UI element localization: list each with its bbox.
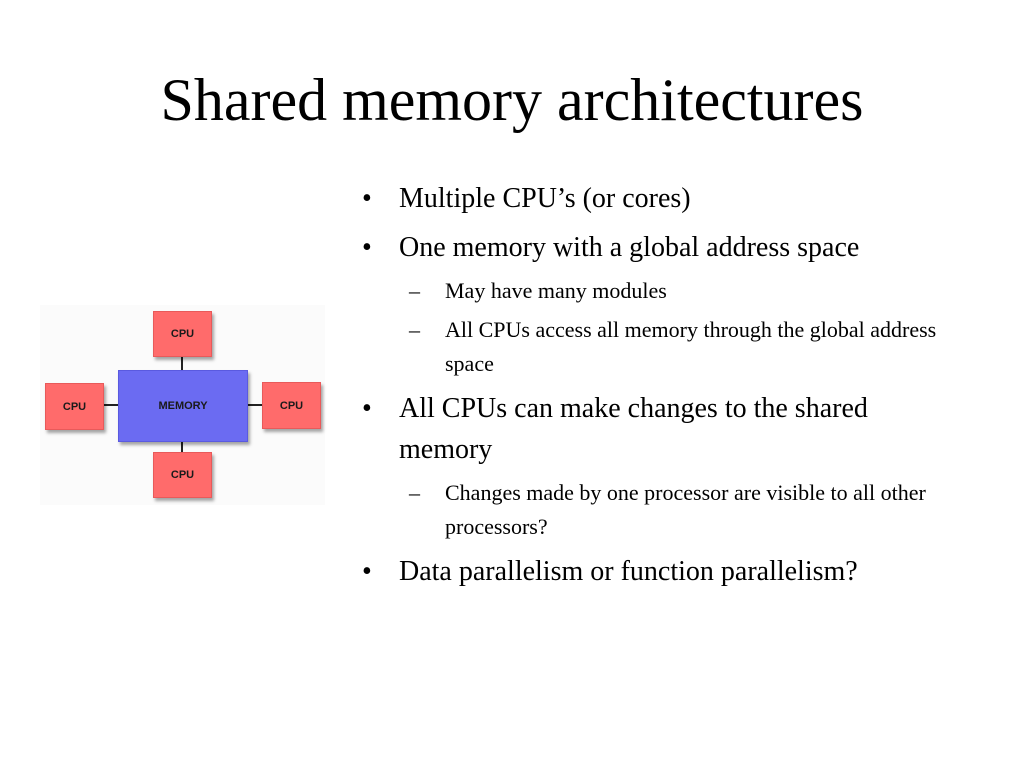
sub-bullet-text: Changes made by one processor are visibl… [445,480,926,539]
connector-bottom [181,441,183,455]
bullet-item: • One memory with a global address space [355,227,955,268]
bullet-item: • Data parallelism or function paralleli… [355,551,955,592]
bullet-text: Multiple CPU’s (or cores) [399,183,691,214]
connector-top [181,355,183,371]
bullet-item: • Multiple CPU’s (or cores) [355,178,955,219]
sub-bullet-text: All CPUs access all memory through the g… [445,317,937,376]
cpu-label: CPU [62,400,87,413]
sub-bullet-item: – May have many modules [355,274,955,308]
connector-left [102,404,119,406]
bullet-mark: • [362,556,372,587]
sub-bullet-text: May have many modules [445,278,667,303]
bullet-text: One memory with a global address space [399,232,860,263]
dash-mark: – [409,317,420,342]
connector-right [246,404,263,406]
bullet-list: • Multiple CPU’s (or cores) • One memory… [355,178,955,600]
cpu-label: CPU [170,328,195,340]
cpu-box-bottom: CPU [153,452,212,498]
bullet-text: All CPUs can make changes to the shared … [399,393,868,465]
cpu-box-left: CPU [45,383,104,430]
slide-title: Shared memory architectures [160,67,864,133]
memory-label: MEMORY [158,400,208,412]
dash-mark: – [409,278,420,303]
cpu-label: CPU [279,399,304,412]
memory-box: MEMORY [118,370,248,442]
bullet-mark: • [362,232,372,263]
bullet-item: • All CPUs can make changes to the share… [355,388,955,470]
sub-bullet-item: – Changes made by one processor are visi… [355,476,955,544]
cpu-box-top: CPU [153,311,212,357]
dash-mark: – [409,480,420,505]
shared-memory-diagram: MEMORY CPU CPU CPU CPU [40,305,325,505]
bullet-mark: • [362,183,372,214]
cpu-label: CPU [170,469,195,481]
cpu-box-right: CPU [262,382,321,429]
bullet-mark: • [362,393,372,424]
bullet-text: Data parallelism or function parallelism… [399,556,858,587]
sub-bullet-item: – All CPUs access all memory through the… [355,313,955,381]
